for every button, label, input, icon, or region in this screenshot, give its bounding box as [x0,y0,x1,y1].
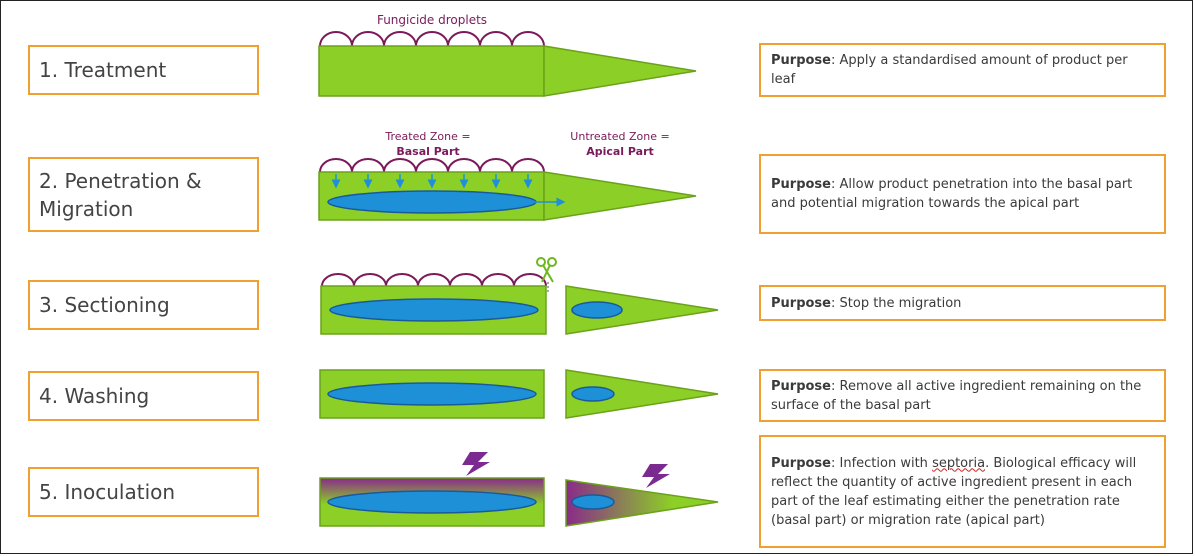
active-ingredient-ellipse [327,190,537,214]
droplet [511,31,545,47]
purpose-4-box: Purpose: Remove all active ingredient re… [759,369,1166,422]
basal-part [318,45,545,97]
untreated-zone-line2: Apical Part [586,145,654,158]
droplet [383,31,417,47]
droplets-row-3 [321,273,547,287]
apical-part [543,45,697,97]
droplet [449,273,483,287]
purpose-5-text: Purpose: Infection with septoria. Biolog… [771,454,1154,530]
step-1-label: 1. Treatment [39,58,167,82]
step-2-label: 2. Penetration & Migration [39,167,202,223]
droplet [415,31,449,47]
purpose-5-box: Purpose: Infection with septoria. Biolog… [759,435,1166,548]
migrated-ingredient-ellipse [571,301,623,319]
step-1-box: 1. Treatment [28,45,259,95]
active-ingredient-ellipse [327,382,537,406]
droplet [481,273,515,287]
purpose-1-box: Purpose: Apply a standardised amount of … [759,43,1166,97]
apical-part-infected [565,479,719,527]
droplet [383,158,417,173]
droplet [513,273,547,287]
droplet [511,158,545,173]
step-4-box: 4. Washing [28,371,259,421]
purpose-3-box: Purpose: Stop the migration [759,285,1166,321]
lightning-icon [642,464,670,488]
purpose-2-body: : Allow product penetration into the bas… [771,177,1133,211]
purpose-5-body-before: : Infection with [831,455,933,471]
droplet [385,273,419,287]
purpose-2-text: Purpose: Allow product penetration into … [771,175,1154,213]
treated-zone-line2: Basal Part [396,145,459,158]
droplets-row-2 [319,158,545,173]
purpose-5-prefix: Purpose [771,455,831,471]
row-5-leaf [319,452,719,527]
droplet [447,31,481,47]
droplet [447,158,481,173]
migrated-ingredient-ellipse [571,386,615,402]
treated-zone-line1: Treated Zone = [384,130,470,143]
droplets-label: Fungicide droplets [377,13,487,27]
droplets-row-1 [319,31,545,47]
step-2-box: 2. Penetration & Migration [28,157,259,232]
droplet [321,273,355,287]
step-4-label: 4. Washing [39,384,150,408]
step-5-box: 5. Inoculation [28,467,259,517]
droplet [319,31,353,47]
droplet [319,158,353,173]
purpose-4-body: : Remove all active ingredient remaining… [771,378,1142,413]
droplet [351,158,385,173]
active-ingredient-ellipse [327,490,537,514]
row-3-leaf [320,257,719,335]
row-2-leaf: Treated Zone = Basal Part Untreated Zone… [318,130,697,221]
purpose-5-underlined-word: septoria [932,455,986,471]
step-2-label-line2: Migration [39,196,134,221]
droplet [479,31,513,47]
lightning-icon [462,452,490,476]
purpose-3-body: : Stop the migration [831,295,962,311]
apical-part [565,285,719,335]
untreated-zone-line1: Untreated Zone = [570,130,669,143]
purpose-1-body: : Apply a standardised amount of product… [771,53,1128,87]
purpose-2-box: Purpose: Allow product penetration into … [759,154,1166,234]
droplet [479,158,513,173]
step-2-label-line1: 2. Penetration & [39,168,202,193]
scissors-icon [536,257,557,283]
migrated-ingredient-ellipse [571,494,615,510]
purpose-2-prefix: Purpose [771,177,831,192]
purpose-4-text: Purpose: Remove all active ingredient re… [771,377,1154,415]
purpose-3-prefix: Purpose [771,295,831,311]
apical-part [543,171,697,221]
step-5-label: 5. Inoculation [39,480,176,504]
purpose-1-text: Purpose: Apply a standardised amount of … [771,51,1154,89]
row-1-leaf: Fungicide droplets [318,13,697,97]
droplet [353,273,387,287]
active-ingredient-ellipse [329,298,539,322]
purpose-5-body-after: . Biological efficacy will reflect the q… [771,455,1137,528]
purpose-1-prefix: Purpose [771,53,831,68]
purpose-4-prefix: Purpose [771,378,831,394]
step-3-label: 3. Sectioning [39,293,170,317]
droplet [415,158,449,173]
penetration-arrows [331,174,533,189]
step-3-box: 3. Sectioning [28,280,259,330]
row-4-leaf [319,369,719,419]
droplet [351,31,385,47]
apical-part [565,369,719,419]
droplet [417,273,451,287]
purpose-3-text: Purpose: Stop the migration [771,294,961,313]
